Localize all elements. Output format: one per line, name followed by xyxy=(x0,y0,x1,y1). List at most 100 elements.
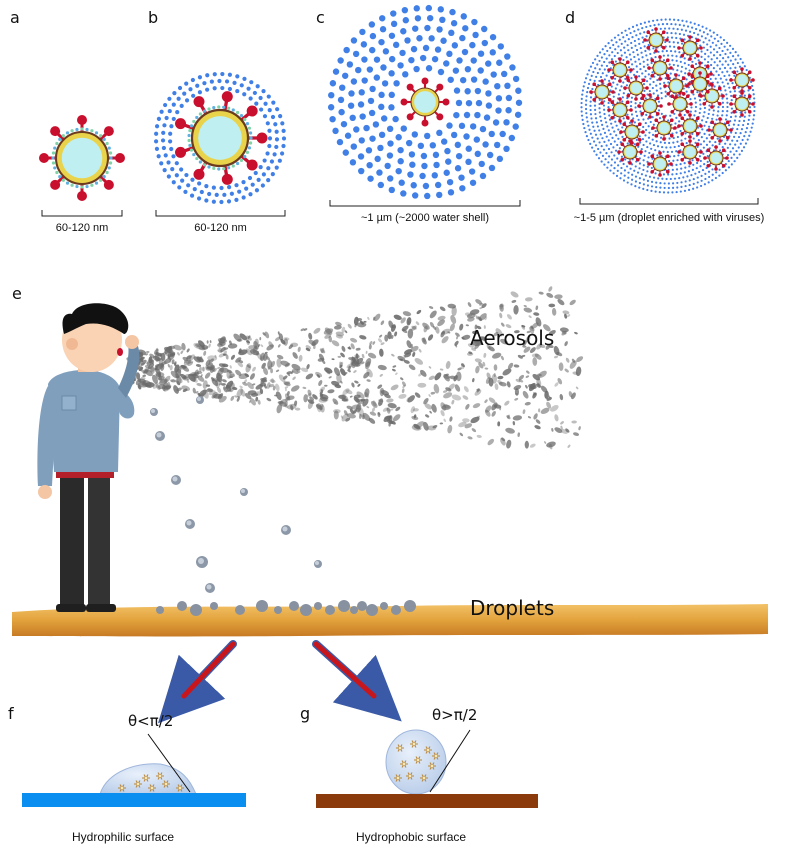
water-molecule xyxy=(670,150,674,153)
aerosol-particle xyxy=(334,384,342,389)
membrane-protein xyxy=(90,129,94,133)
virus-marker-core xyxy=(177,785,183,791)
aerosol-particle xyxy=(418,348,422,353)
water-molecule xyxy=(599,151,602,154)
membrane-protein xyxy=(105,141,109,146)
aerosol-particle xyxy=(524,440,529,449)
virus-spike-head xyxy=(193,96,205,108)
water-molecule xyxy=(686,175,689,178)
aerosol-particle xyxy=(342,388,350,396)
aerosol-particle xyxy=(244,373,250,378)
virus-spike-head xyxy=(702,101,707,106)
water-molecule xyxy=(708,108,711,111)
membrane-protein xyxy=(99,178,103,182)
aerosol-particle xyxy=(144,365,151,369)
water-molecule xyxy=(727,159,730,163)
aerosol-particle xyxy=(245,348,253,356)
aerosol-particle xyxy=(532,357,538,366)
water-molecule xyxy=(712,54,716,57)
water-molecule xyxy=(607,42,610,45)
virus-spike-head xyxy=(680,131,685,136)
water-molecule xyxy=(667,119,670,122)
water-molecule xyxy=(595,121,598,124)
settled-droplet xyxy=(404,600,416,612)
water-molecule xyxy=(596,137,599,140)
aerosol-particle xyxy=(501,322,505,327)
aerosol-particle xyxy=(275,336,281,342)
bracket-c xyxy=(329,200,521,207)
aerosol-particle xyxy=(523,307,533,313)
water-molecule xyxy=(610,122,613,125)
aerosol-particle xyxy=(548,329,556,336)
water-molecule xyxy=(657,50,660,53)
water-molecule xyxy=(684,29,688,32)
water-molecule xyxy=(258,165,263,170)
virus-spike-head xyxy=(725,120,730,125)
water-molecule xyxy=(421,162,428,170)
aerosol-particle xyxy=(540,385,548,393)
aerosol-particle xyxy=(287,373,291,377)
membrane-protein xyxy=(202,163,207,167)
water-molecule xyxy=(259,107,264,112)
water-molecule xyxy=(610,151,613,154)
water-molecule xyxy=(456,57,463,64)
water-molecule xyxy=(683,113,686,117)
water-molecule xyxy=(668,40,671,44)
ground-surface xyxy=(12,604,768,637)
water-molecule xyxy=(485,60,492,67)
water-molecule xyxy=(729,120,732,123)
virus-spike-head xyxy=(635,157,640,162)
water-molecule xyxy=(460,13,467,20)
water-molecule xyxy=(715,70,718,73)
water-molecule xyxy=(481,25,488,33)
aerosol-particle xyxy=(447,331,451,334)
aerosol-particle xyxy=(475,365,480,374)
aerosol-particle xyxy=(359,413,362,419)
virus-spike-head xyxy=(688,161,692,165)
water-molecule xyxy=(598,51,602,54)
aerosol-particle xyxy=(345,417,351,422)
water-molecule xyxy=(717,40,720,43)
membrane-protein xyxy=(65,131,70,135)
virus-spike-head xyxy=(705,74,710,79)
water-molecule xyxy=(694,62,698,66)
water-molecule xyxy=(464,65,472,73)
aerosol-particle xyxy=(559,327,569,333)
virus-spike-head xyxy=(641,93,646,98)
virus-spike-head xyxy=(630,119,634,123)
water-molecule xyxy=(675,36,678,40)
water-molecule xyxy=(171,102,176,107)
water-molecule xyxy=(413,65,420,73)
water-molecule xyxy=(642,125,645,129)
aerosol-particle xyxy=(336,373,342,384)
aerosol-particle xyxy=(337,355,342,358)
aerosol-particle xyxy=(296,368,301,373)
virus-spike-head xyxy=(690,64,695,69)
aerosol-particle xyxy=(427,334,434,341)
water-molecule xyxy=(705,27,708,30)
water-molecule xyxy=(646,188,649,192)
aerosol-particle xyxy=(164,346,173,354)
water-molecule xyxy=(689,21,692,24)
virus-spike-head xyxy=(687,72,691,76)
aerosol-particle xyxy=(144,368,153,377)
virus-spike-head xyxy=(718,139,722,143)
water-molecule xyxy=(670,31,673,35)
aerosol-particle xyxy=(551,427,554,432)
aerosol-particle xyxy=(283,338,288,346)
virus-spike-head xyxy=(695,142,700,147)
water-molecule xyxy=(734,131,737,135)
virus-spike-head xyxy=(256,132,268,144)
virus-core xyxy=(654,158,666,170)
water-molecule xyxy=(642,143,645,147)
settled-droplet xyxy=(177,601,187,611)
aerosol-particle xyxy=(522,390,529,399)
aerosol-particle xyxy=(556,351,563,357)
water-molecule xyxy=(368,21,376,28)
water-molecule xyxy=(649,24,652,28)
virus-spike-head xyxy=(650,73,655,78)
water-molecule xyxy=(708,104,711,107)
aerosol-particle xyxy=(320,389,324,394)
virus-spike-head xyxy=(665,38,669,42)
water-molecule xyxy=(674,50,677,53)
